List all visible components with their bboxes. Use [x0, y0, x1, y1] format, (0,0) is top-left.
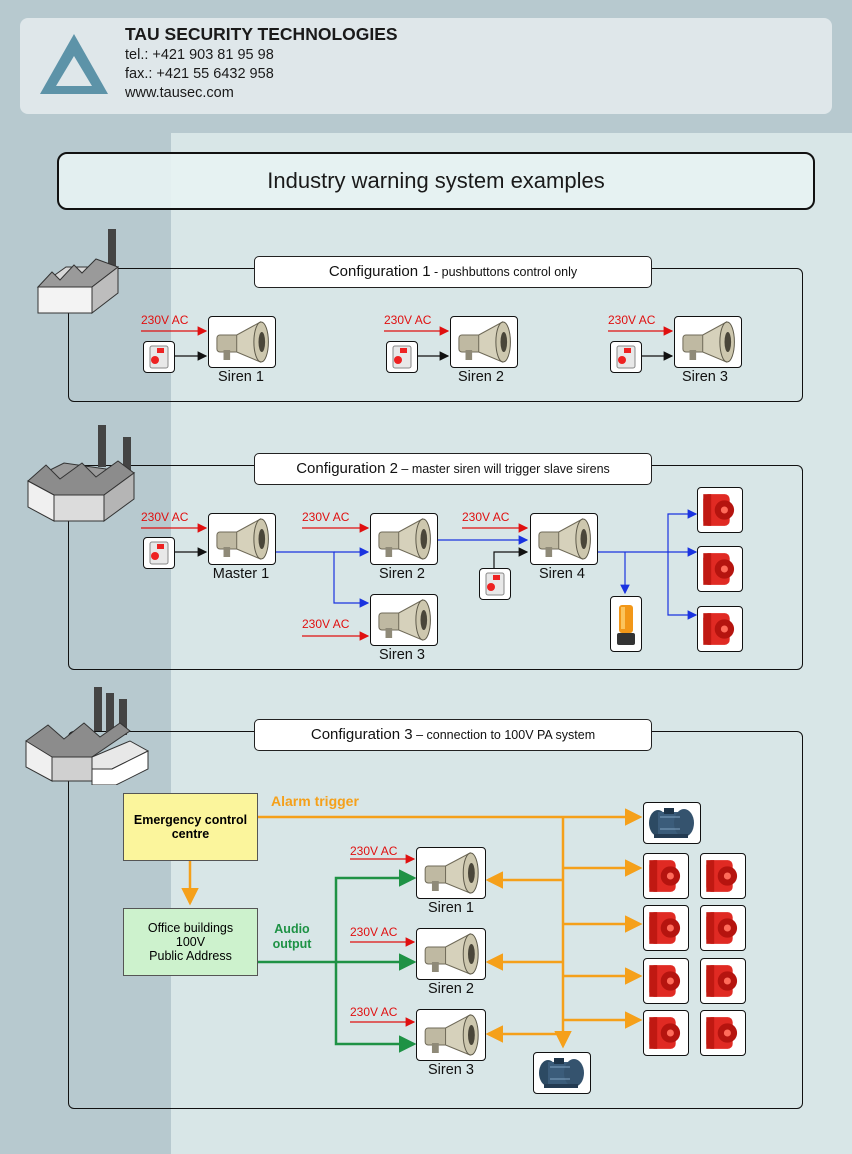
- config3-siren-label: Siren 1: [428, 900, 474, 916]
- horn-siren-icon: [370, 513, 438, 565]
- horn-siren-icon: [416, 1009, 486, 1061]
- red-sounder-icon: [643, 905, 689, 951]
- motor-siren-icon: [643, 802, 701, 844]
- pushbutton-icon: [610, 341, 642, 373]
- company-header: TAU SECURITY TECHNOLOGIES tel.: +421 903…: [20, 18, 832, 114]
- pushbutton-icon: [143, 341, 175, 373]
- config3-title: Configuration 3: [310, 726, 413, 743]
- alarm-trigger-label: Alarm trigger: [271, 793, 359, 809]
- config2-siren-label: Siren 4: [539, 566, 585, 582]
- power-label: 230V AC: [302, 510, 350, 524]
- red-sounder-icon: [700, 1010, 746, 1056]
- factory-icon-2: [27, 425, 136, 522]
- red-sounder-icon: [700, 905, 746, 951]
- power-label: 230V AC: [462, 510, 510, 524]
- config2-subtitle: – master siren will trigger slave sirens: [397, 462, 610, 476]
- config2-label: Configuration 2 – master siren will trig…: [254, 453, 652, 485]
- config2-siren-label: Siren 2: [379, 566, 425, 582]
- power-label: 230V AC: [141, 313, 189, 327]
- config3-label: Configuration 3 – connection to 100V PA …: [254, 719, 652, 751]
- config2-master-label: Master 1: [212, 566, 270, 582]
- power-label: 230V AC: [350, 844, 398, 858]
- ecc-line: Emergency control: [133, 813, 248, 827]
- motor-siren-icon: [533, 1052, 591, 1094]
- audio-output-line: output: [272, 937, 312, 951]
- config3-wires: [181, 808, 643, 1053]
- red-sounder-icon: [697, 606, 743, 652]
- config2-siren-label: Siren 3: [379, 647, 425, 663]
- red-sounder-icon: [643, 1010, 689, 1056]
- horn-siren-icon: [450, 316, 518, 368]
- horn-siren-icon: [370, 594, 438, 646]
- red-sounder-icon: [697, 546, 743, 592]
- public-address-box: Office buildings 100V Public Address: [123, 908, 258, 976]
- red-sounder-icon: [700, 958, 746, 1004]
- config1-siren-label: Siren 3: [682, 369, 728, 385]
- config3-subtitle: – connection to 100V PA system: [412, 728, 596, 742]
- horn-siren-icon: [416, 847, 486, 899]
- triangle-logo-icon: [40, 34, 108, 94]
- power-label: 230V AC: [608, 313, 656, 327]
- pa-line: Public Address: [149, 949, 232, 963]
- power-label: 230V AC: [350, 1005, 398, 1019]
- horn-siren-icon: [416, 928, 486, 980]
- config3-siren-label: Siren 2: [428, 981, 474, 997]
- emergency-control-centre-box: Emergency control centre: [123, 793, 258, 861]
- horn-siren-icon: [208, 316, 276, 368]
- audio-output-label: Audio output: [264, 922, 320, 952]
- power-label: 230V AC: [350, 925, 398, 939]
- factory-icon-3: [25, 687, 150, 785]
- page-title-box: Industry warning system examples: [57, 152, 815, 210]
- beacon-light-icon: [610, 596, 642, 652]
- pa-line: Office buildings: [147, 921, 234, 935]
- config1-title: Configuration 1: [328, 263, 431, 280]
- config1-label: Configuration 1 - pushbuttons control on…: [254, 256, 652, 288]
- red-sounder-icon: [643, 958, 689, 1004]
- horn-siren-icon: [208, 513, 276, 565]
- pushbutton-icon: [479, 568, 511, 600]
- config2-title: Configuration 2: [296, 460, 398, 477]
- config3-siren-label: Siren 3: [428, 1062, 474, 1078]
- config1-wires: [141, 326, 674, 361]
- power-label: 230V AC: [384, 313, 432, 327]
- red-sounder-icon: [700, 853, 746, 899]
- factory-icon-1: [36, 229, 120, 315]
- power-label: 230V AC: [302, 617, 350, 631]
- config1-siren-label: Siren 1: [218, 369, 264, 385]
- company-fax: fax.: +421 55 6432 958: [125, 66, 274, 82]
- ecc-line: centre: [171, 827, 210, 841]
- config2-wires: [141, 509, 698, 641]
- pa-line: 100V: [175, 935, 206, 949]
- config1-subtitle: - pushbuttons control only: [430, 265, 578, 279]
- horn-siren-icon: [674, 316, 742, 368]
- red-sounder-icon: [697, 487, 743, 533]
- company-name: TAU SECURITY TECHNOLOGIES: [125, 24, 398, 44]
- config1-siren-label: Siren 2: [458, 369, 504, 385]
- page-title: Industry warning system examples: [267, 168, 605, 193]
- audio-output-line: Audio: [274, 922, 310, 936]
- power-label: 230V AC: [141, 510, 189, 524]
- horn-siren-icon: [530, 513, 598, 565]
- red-sounder-icon: [643, 853, 689, 899]
- pushbutton-icon: [386, 341, 418, 373]
- pushbutton-icon: [143, 537, 175, 569]
- company-tel: tel.: +421 903 81 95 98: [125, 47, 274, 63]
- company-web: www.tausec.com: [125, 85, 234, 101]
